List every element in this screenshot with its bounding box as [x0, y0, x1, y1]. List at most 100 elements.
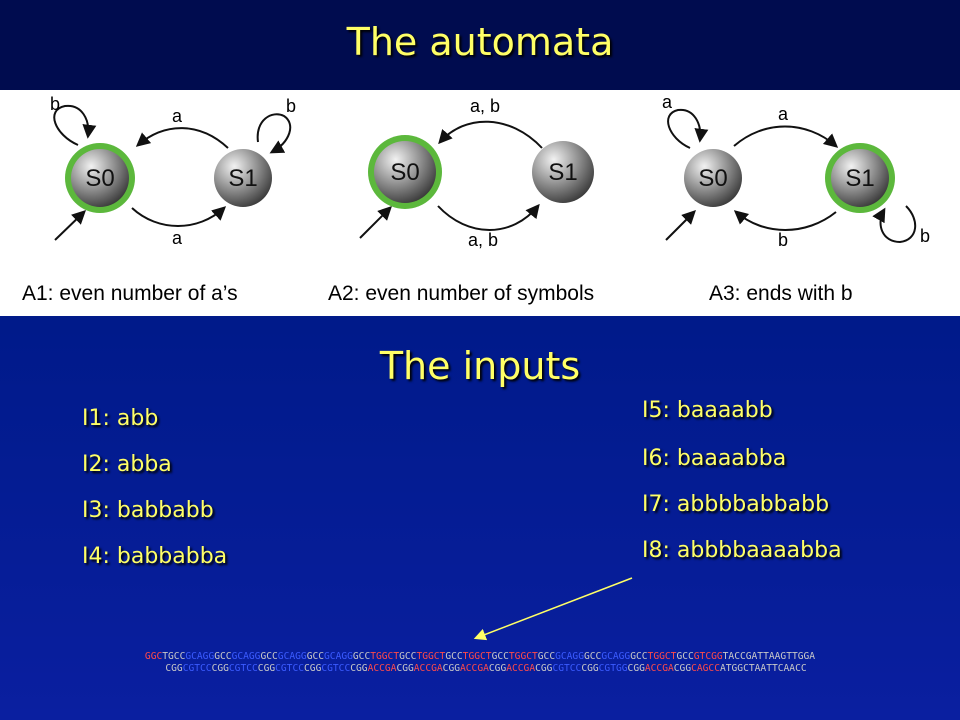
automaton-a3: a a b b S0 S1: [662, 92, 930, 250]
dna-segment: CGG: [350, 663, 368, 674]
dna-segment: CGTCC: [182, 663, 212, 674]
dna-segment: TGGCT: [647, 651, 677, 662]
a3-start-arrow: [665, 210, 696, 241]
dna-segment: GCC: [445, 651, 463, 662]
a1-start-arrow: [54, 210, 87, 241]
dna-segment: CGG: [488, 663, 507, 674]
a3-s1-label: S1: [845, 165, 874, 192]
input-i8: I8: abbbbaaaabba: [642, 538, 842, 563]
a1-s0-label: S0: [85, 165, 114, 192]
dna-segment: ACCGA: [644, 663, 674, 674]
dna-segment: CGG: [211, 663, 229, 674]
a3-bottom-label: b: [778, 230, 788, 250]
dna-segment: TACCGATTAAGTTGGA: [722, 651, 816, 662]
dna-segment: CGTCC: [321, 663, 351, 674]
a1-bottom-arrow: [131, 206, 227, 227]
dna-segment: CGG: [627, 663, 645, 674]
slide-title: The automata: [346, 20, 614, 64]
title-bar: [0, 0, 960, 90]
a3-loop-s0-label: a: [662, 92, 673, 112]
dna-segment: CGTCC: [552, 663, 582, 674]
dna-strand-top: GGCTGCCGCAGGGCCGCAGGGCCGCAGGGCCGCAGGGCCT…: [0, 651, 960, 662]
a3-s0-label: S0: [698, 165, 727, 192]
dna-segment: TGGCT: [508, 651, 538, 662]
a3-top-label: a: [778, 104, 789, 124]
a1-loop-s1-arrow: [256, 113, 292, 154]
a2-s0-node: [374, 141, 436, 203]
section-title-inputs: The inputs: [379, 344, 581, 388]
dna-segment: ACCGA: [506, 663, 536, 674]
dna-segment: GCC: [352, 651, 371, 662]
dna-segment: CGTCC: [228, 663, 258, 674]
dna-segment: CGG: [535, 663, 553, 674]
dna-segment: CGTCC: [275, 663, 305, 674]
input-i4: I4: babbabba: [82, 544, 228, 569]
a2-caption: A2: even number of symbols: [328, 282, 595, 305]
dna-segment: GCAGG: [601, 651, 631, 662]
a1-bottom-label: a: [172, 228, 183, 248]
dna-segment: GCC: [260, 651, 278, 662]
dna-segment: GTCGG: [693, 651, 723, 662]
dna-segment: GCC: [214, 651, 232, 662]
a3-bottom-arrow: [733, 210, 837, 231]
dna-segment: T: [162, 651, 169, 662]
a2-s1-label: S1: [548, 159, 577, 186]
a2-s0-label: S0: [390, 159, 419, 186]
automata-diagrams: b a b a S0 S1 a, b a, b S0 S1: [50, 92, 930, 250]
pointer-arrow: [473, 577, 633, 641]
a2-bottom-arrow: [437, 203, 540, 231]
a3-loop-s1-arrow: [872, 205, 916, 244]
automaton-a2: a, b a, b S0 S1: [359, 96, 594, 250]
automaton-a1: b a b a S0 S1: [50, 94, 296, 248]
a3-caption: A3: ends with b: [709, 282, 853, 305]
a3-loop-s0-arrow: [667, 108, 709, 149]
input-i5: I5: baaaabb: [642, 398, 773, 423]
dna-segment: CGG: [257, 663, 276, 674]
dna-segment: ACCGA: [460, 663, 489, 674]
dna-segment: GCC: [168, 651, 186, 662]
a1-loop-s0-arrow: [53, 104, 97, 146]
dna-segment: GCC: [537, 651, 556, 662]
dna-segment: CGG: [165, 663, 183, 674]
dna-segment: GCC: [584, 651, 602, 662]
a2-start-arrow: [359, 206, 392, 239]
a1-s1-node: [214, 149, 272, 207]
a2-top-arrow: [438, 120, 543, 149]
a3-top-arrow: [733, 125, 839, 148]
dna-strand-bottom: CGGCGTCCCGGCGTCCCGGCGTCCCGGCGTCCCGGACCGA…: [0, 663, 960, 674]
a1-s0-node: [71, 149, 129, 207]
dna-segment: GCAGG: [231, 651, 261, 662]
dna-segment: CGG: [304, 663, 322, 674]
dna-segment: CGG: [442, 663, 460, 674]
dna-segment: CGG: [396, 663, 414, 674]
dna-segment: TGGCT: [416, 651, 446, 662]
a2-top-label: a, b: [470, 96, 500, 116]
dna-segment: TGGCT: [370, 651, 400, 662]
dna-segment: CGG: [673, 663, 692, 674]
a1-top-arrow: [135, 127, 229, 149]
dna-segment: GCC: [491, 651, 509, 662]
input-i7: I7: abbbbabbabb: [642, 492, 830, 517]
dna-segment: GGC: [144, 651, 163, 662]
dna-segment: TGGCT: [462, 651, 492, 662]
a1-loop-s1-label: b: [286, 96, 296, 116]
dna-segment: GCC: [399, 651, 417, 662]
a2-bottom-label: a, b: [468, 230, 498, 250]
dna-segment: CGG: [581, 663, 599, 674]
dna-segment: GCAGG: [185, 651, 215, 662]
dna-segment: ATGGCTAATTCAACC: [719, 663, 807, 674]
dna-segment: GCC: [630, 651, 648, 662]
a3-s1-node: [831, 149, 889, 207]
a3-loop-s1-label: b: [920, 226, 930, 246]
a3-s0-node: [684, 149, 742, 207]
input-i1: I1: abb: [82, 406, 159, 431]
dna-segment: CAGCC: [691, 663, 720, 674]
a1-s1-label: S1: [228, 165, 257, 192]
input-i2: I2: abba: [82, 452, 172, 477]
dna-segment: GCC: [306, 651, 325, 662]
input-i3: I3: babbabb: [82, 498, 214, 523]
dna-segment: ACCGA: [413, 663, 443, 674]
dna-segment: GCAGG: [324, 651, 353, 662]
dna-segment: GCAGG: [277, 651, 307, 662]
a1-top-label: a: [172, 106, 183, 126]
